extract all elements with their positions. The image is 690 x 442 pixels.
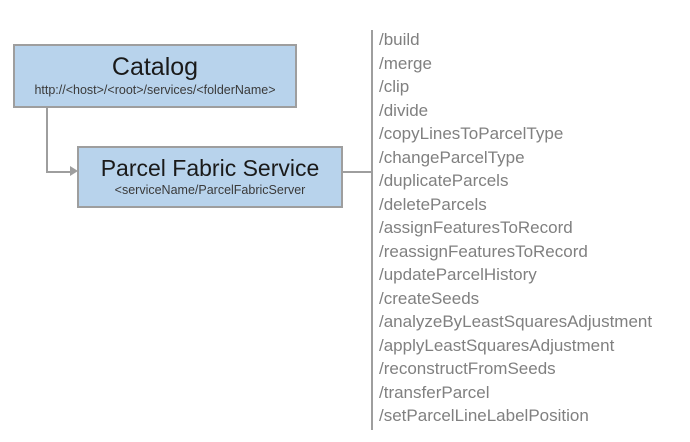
operation-item[interactable]: /changeParcelType	[379, 147, 525, 167]
operation-item[interactable]: /deleteParcels	[379, 194, 487, 214]
operation-item[interactable]: /clip	[379, 77, 410, 96]
node-parcel-fabric-service-subtitle: <serviceName/ParcelFabricServer	[114, 182, 306, 197]
operation-item[interactable]: /reassignFeaturesToRecord	[379, 241, 588, 261]
operation-item[interactable]: /applyLeastSquaresAdjustment	[379, 335, 615, 355]
node-parcel-fabric-service[interactable]: Parcel Fabric Service <serviceName/Parce…	[77, 146, 343, 208]
operation-item[interactable]: /setParcelLineLabelPosition	[379, 406, 589, 425]
node-catalog-subtitle: http://<host>/<root>/services/<folderNam…	[34, 83, 276, 98]
operation-item[interactable]: /build	[379, 30, 420, 49]
operation-item[interactable]: /duplicateParcels	[379, 171, 509, 190]
operation-item[interactable]: /analyzeByLeastSquaresAdjustment	[379, 312, 653, 331]
operation-item[interactable]: /merge	[379, 53, 432, 73]
operation-item[interactable]: /copyLinesToParcelType	[379, 124, 564, 143]
operations-divider-line	[371, 30, 373, 430]
operation-item[interactable]: /reconstructFromSeeds	[379, 359, 556, 378]
operation-item[interactable]: /divide	[379, 100, 429, 120]
node-parcel-fabric-service-title: Parcel Fabric Service	[100, 155, 320, 182]
operation-item[interactable]: /assignFeaturesToRecord	[379, 218, 573, 237]
operation-item[interactable]: /updateParcelHistory	[379, 265, 537, 284]
node-catalog[interactable]: Catalog http://<host>/<root>/services/<f…	[13, 44, 297, 108]
operation-item[interactable]: /transferParcel	[379, 382, 490, 402]
arrowhead-icon	[70, 166, 78, 176]
operation-item[interactable]: /createSeeds	[379, 288, 480, 308]
connector-catalog-vertical	[46, 107, 48, 172]
node-catalog-title: Catalog	[111, 52, 199, 81]
operations-list: /build/merge/clip/divide/copyLinesToParc…	[379, 28, 684, 428]
connector-service-to-operations	[343, 171, 373, 173]
connector-catalog-horizontal	[46, 171, 71, 173]
